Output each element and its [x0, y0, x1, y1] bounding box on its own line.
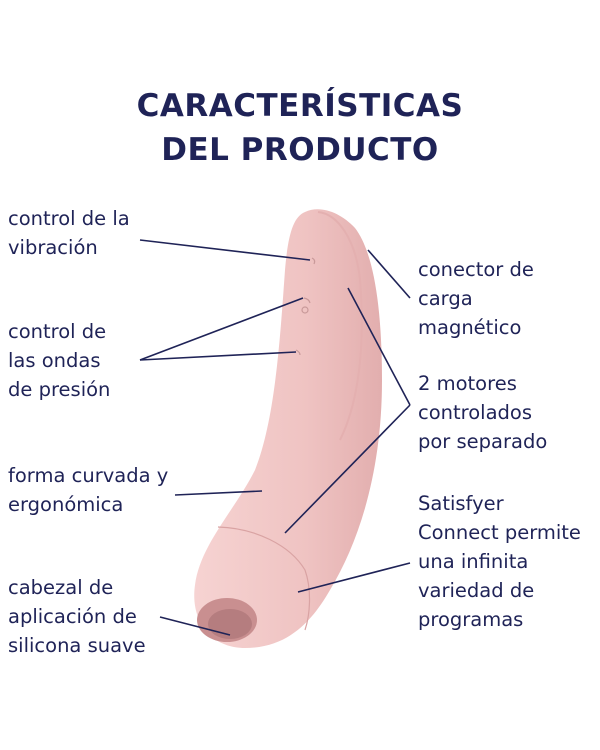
callout-lines [139, 239, 411, 636]
product-ridge [317, 211, 363, 441]
label-app-connect: Satisfyer Connect permite una infinita v… [418, 492, 581, 631]
label-magnetic-charger: conector de carga magnético [418, 258, 534, 339]
product-body [194, 209, 382, 648]
label-dual-motors: 2 motores controlados por separado [418, 372, 548, 453]
label-silicone-head: cabezal de aplicación de silicona suave [8, 576, 146, 657]
label-curved-shape: forma curvada y ergonómica [8, 464, 169, 516]
label-pressure-control: control de las ondas de presión [8, 320, 111, 401]
label-vibration-control: control de la vibración [8, 207, 130, 259]
page-title: CARACTERÍSTICAS DEL PRODUCTO [136, 88, 464, 168]
button-icons [295, 257, 316, 356]
head-seam [217, 526, 311, 631]
